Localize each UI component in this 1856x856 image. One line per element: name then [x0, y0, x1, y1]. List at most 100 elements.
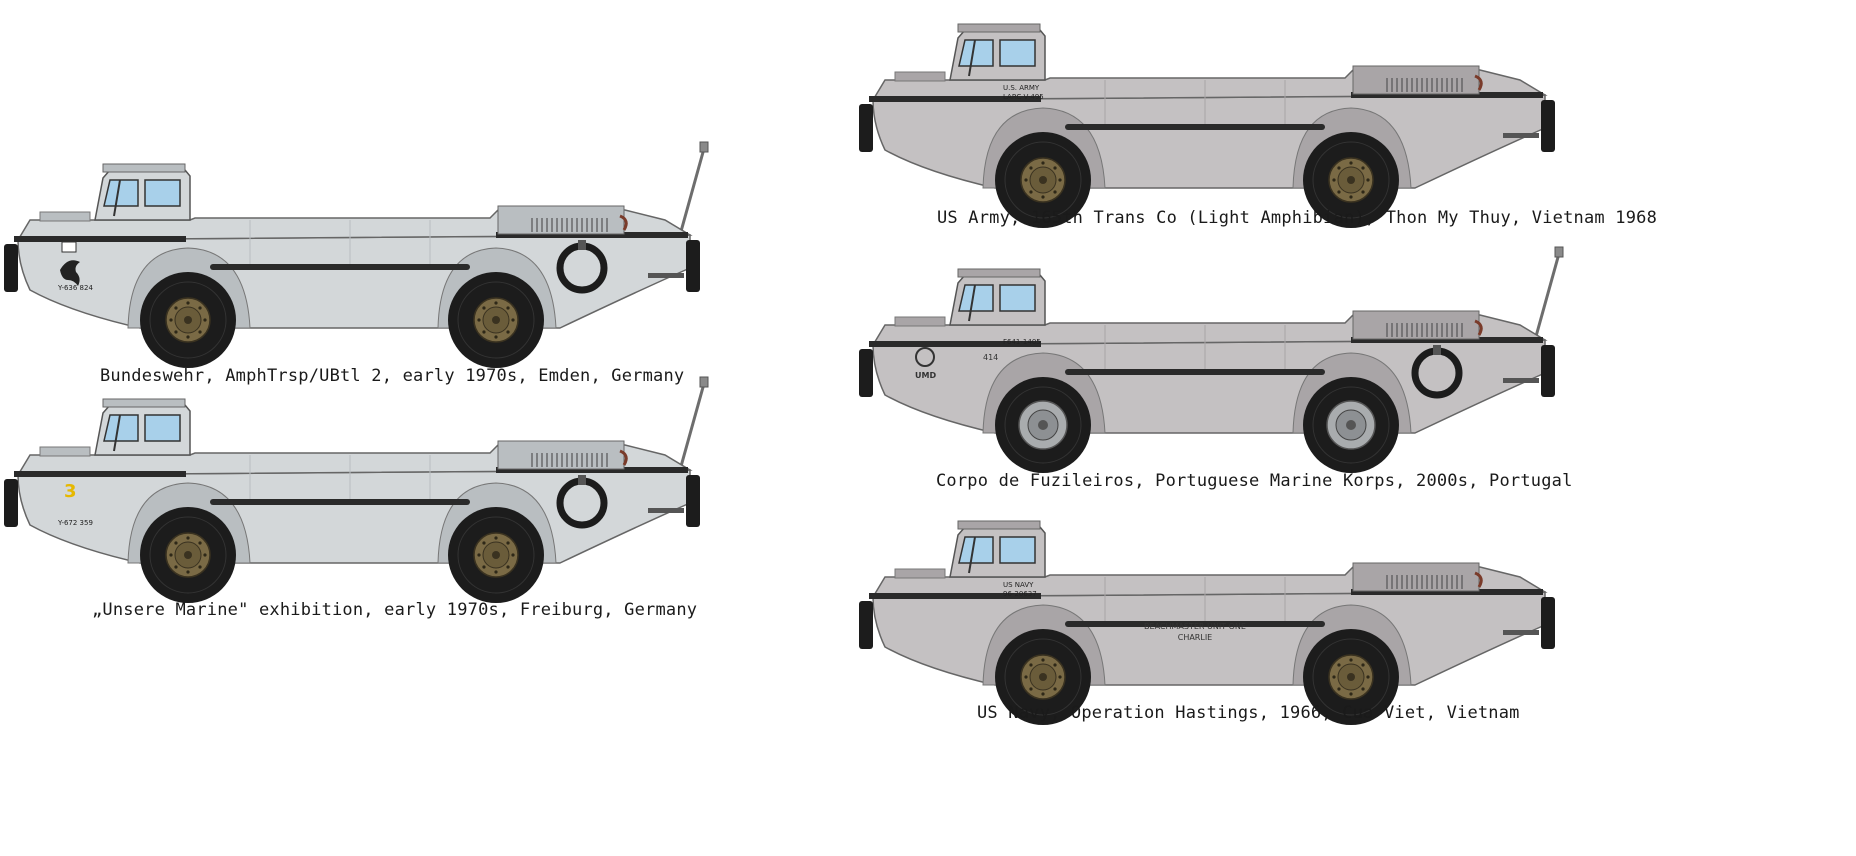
- antenna: [678, 379, 707, 471]
- tyre-tread-ring: [1004, 638, 1082, 716]
- engine-grille: [1386, 575, 1463, 589]
- front-wheel: [995, 132, 1091, 228]
- cab-roof: [957, 268, 1041, 278]
- cab-roof: [102, 163, 186, 173]
- hull-number: 414: [983, 353, 998, 362]
- lug-nut: [482, 330, 486, 334]
- lug-nut: [511, 553, 515, 557]
- serial-marking: LARC V-495: [1003, 93, 1044, 101]
- rear-gunwale-stripe: [496, 467, 688, 473]
- lug-nut: [482, 541, 486, 545]
- lug-nut: [174, 306, 178, 310]
- tyre-tread-ring: [1312, 141, 1390, 219]
- hub-cap: [1038, 420, 1048, 430]
- lower-hull: [872, 94, 1546, 189]
- cab-window-side: [999, 284, 1036, 312]
- front-wheel: [995, 629, 1091, 725]
- tow-bar: [648, 273, 684, 278]
- front-gunwale-stripe: [869, 96, 1041, 102]
- engine-grille: [1386, 323, 1463, 337]
- lug-nut: [1337, 687, 1341, 691]
- lug-nut: [169, 553, 173, 557]
- lug-nut: [198, 565, 202, 569]
- antenna: [1533, 249, 1562, 341]
- bow-hatch: [894, 71, 946, 82]
- rear-wheel: [1303, 132, 1399, 228]
- spare-wheel-bracket: [578, 240, 586, 250]
- antenna-tip: [1554, 246, 1564, 258]
- lug-nut: [494, 301, 498, 305]
- lug-nut: [1041, 658, 1045, 662]
- front-gunwale-stripe: [14, 236, 186, 242]
- rear-wheel: [1303, 377, 1399, 473]
- lug-nut: [1053, 663, 1057, 667]
- lug-nut: [494, 335, 498, 339]
- tyre-tread-ring: [1004, 386, 1082, 464]
- lug-nut: [1361, 190, 1365, 194]
- front-wheel: [140, 272, 236, 368]
- lug-nut: [1349, 658, 1353, 662]
- mirror-arm: [113, 179, 121, 217]
- lug-nut: [506, 565, 510, 569]
- cab-roof: [102, 398, 186, 408]
- lug-nut: [1029, 663, 1033, 667]
- cab-window-front: [958, 284, 994, 312]
- lug-nut: [1058, 675, 1062, 679]
- engine-deck: [1352, 562, 1480, 592]
- hub-cap: [1347, 673, 1355, 681]
- registration-number: Y-672 359: [57, 519, 93, 527]
- cab-window-front: [103, 414, 139, 442]
- cab-window-front: [958, 536, 994, 564]
- caption-bundeswehr: Bundeswehr, AmphTrsp/UBtl 2, early 1970s…: [100, 366, 685, 386]
- lug-nut: [1029, 166, 1033, 170]
- mirror-arm: [968, 284, 976, 322]
- vehicle-group: Y-636 824: [4, 141, 709, 368]
- tyre-tread-ring: [1312, 638, 1390, 716]
- tyre-tread-ring: [149, 281, 227, 359]
- lug-nut: [1029, 190, 1033, 194]
- mirror-arm: [113, 414, 121, 452]
- front-gunwale-stripe: [869, 593, 1041, 599]
- tow-bar: [1503, 378, 1539, 383]
- seal-emblem-icon: [60, 260, 80, 286]
- hub-cap: [1039, 673, 1047, 681]
- serial-marking: F641-1405: [1003, 338, 1041, 346]
- rear-gunwale-stripe: [1351, 589, 1543, 595]
- lug-nut: [1349, 692, 1353, 696]
- exhaust-pipe: [619, 214, 628, 231]
- rear-wheel: [1303, 629, 1399, 725]
- engine-grille: [531, 453, 608, 467]
- hub-cap: [492, 316, 500, 324]
- lug-nut: [1361, 166, 1365, 170]
- cab-window-front: [103, 179, 139, 207]
- rear-wheel: [448, 507, 544, 603]
- insignia-plate: [61, 241, 77, 253]
- navy-roundel-icon: [915, 347, 935, 367]
- cab-roof: [957, 23, 1041, 33]
- bow-fender: [4, 244, 18, 292]
- mirror-arm: [968, 536, 976, 574]
- tyre-tread-ring: [457, 516, 535, 594]
- registration-number: Y-636 824: [57, 284, 93, 292]
- cab-window-side: [144, 179, 181, 207]
- lug-nut: [1332, 675, 1336, 679]
- lug-nut: [1349, 195, 1353, 199]
- vehicle-profile-bundeswehr: Y-636 824: [0, 140, 720, 370]
- unit-marking-line-1: BEACHMASTER UNIT ONE: [1144, 622, 1246, 631]
- lug-nut: [174, 541, 178, 545]
- lug-nut: [1041, 195, 1045, 199]
- front-wheel: [995, 377, 1091, 473]
- serial-marking: 96-20637: [1003, 590, 1037, 598]
- engine-grille: [531, 218, 608, 232]
- unit-marking: UMD: [915, 371, 936, 380]
- exhaust-pipe: [619, 449, 628, 466]
